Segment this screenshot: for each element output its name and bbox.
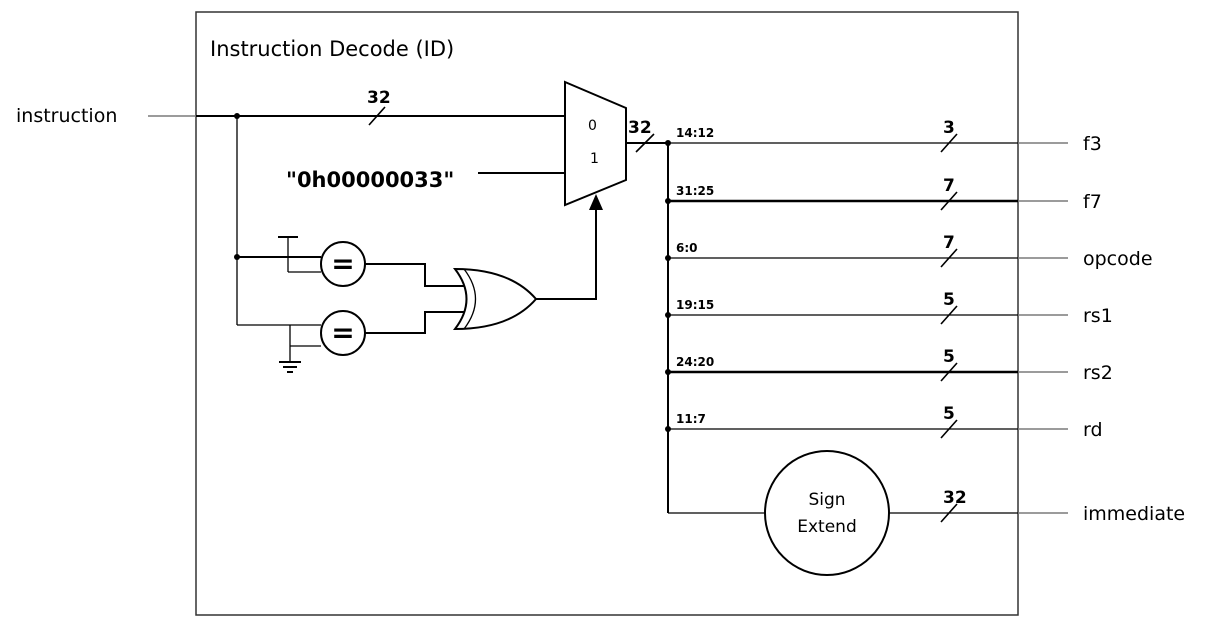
or-gate-output-wire <box>536 206 597 300</box>
output-label-rd: rd <box>1083 419 1103 441</box>
junction-dot <box>665 426 671 432</box>
junction-dot <box>665 312 671 318</box>
output-range-opcode: 6:0 <box>676 241 698 255</box>
diagram-title: Instruction Decode (ID) <box>210 37 454 61</box>
mux-input-1-label: 1 <box>590 151 599 167</box>
output-label-f3: f3 <box>1083 133 1102 155</box>
mux <box>564 80 627 207</box>
junction-dot <box>234 113 240 119</box>
instruction-input-label: instruction <box>16 105 117 127</box>
junction-dot <box>665 198 671 204</box>
instruction-bus-width: 32 <box>367 88 391 108</box>
id-stage-frame <box>195 11 1019 616</box>
sign-extend-label-line2: Extend <box>797 517 857 537</box>
output-label-rs2: rs2 <box>1083 362 1113 384</box>
output-slash-rs2 <box>940 362 958 382</box>
constant-input-label: "0h00000033" <box>286 168 454 192</box>
output-width-immediate: 32 <box>943 488 967 508</box>
comparator-1-output-wire <box>365 263 465 287</box>
junction-dot <box>665 140 671 146</box>
or-gate <box>452 267 538 331</box>
output-width-f3: 3 <box>943 118 955 138</box>
output-fields: 3 f3 14:12 7 f7 31:25 7 opcode 6:0 5 rs1 19:15 5 rs2 2… <box>665 118 1185 525</box>
output-label-f7: f7 <box>1083 191 1102 213</box>
output-slash-opcode <box>940 248 958 268</box>
output-width-opcode: 7 <box>943 233 955 253</box>
sign-extend-block <box>764 450 890 576</box>
output-label-opcode: opcode <box>1083 248 1153 270</box>
mux-select-arrow <box>589 194 603 210</box>
instruction-bus-slash <box>368 106 386 126</box>
output-range-rs2: 24:20 <box>676 355 714 369</box>
comparator-2-symbol: = <box>331 316 354 349</box>
or-gate-back-curve <box>463 268 477 330</box>
output-slash-rs1 <box>940 305 958 325</box>
ground-icon <box>279 346 301 373</box>
sign-extend-label-line1: Sign <box>808 490 845 510</box>
junction-dot <box>665 255 671 261</box>
output-label-immediate: immediate <box>1083 503 1185 525</box>
output-width-rs1: 5 <box>943 290 955 310</box>
mux-output-slash <box>635 133 655 153</box>
output-range-rd: 11:7 <box>676 412 706 426</box>
output-width-f7: 7 <box>943 176 955 196</box>
output-width-rd: 5 <box>943 404 955 424</box>
output-label-rs1: rs1 <box>1083 305 1113 327</box>
output-slash-f7 <box>940 191 958 211</box>
output-range-f3: 14:12 <box>676 126 714 140</box>
junction-dot <box>665 369 671 375</box>
output-slash-immediate <box>940 503 958 523</box>
output-width-rs2: 5 <box>943 347 955 367</box>
output-slash-rd <box>940 419 958 439</box>
mux-input-0-label: 0 <box>588 118 597 134</box>
output-slash-f3 <box>940 133 958 153</box>
output-range-rs1: 19:15 <box>676 298 714 312</box>
output-range-f7: 31:25 <box>676 184 714 198</box>
comparator-2-output-wire <box>365 311 465 334</box>
mux-output-width: 32 <box>628 118 652 138</box>
comparator-1-symbol: = <box>331 247 354 280</box>
